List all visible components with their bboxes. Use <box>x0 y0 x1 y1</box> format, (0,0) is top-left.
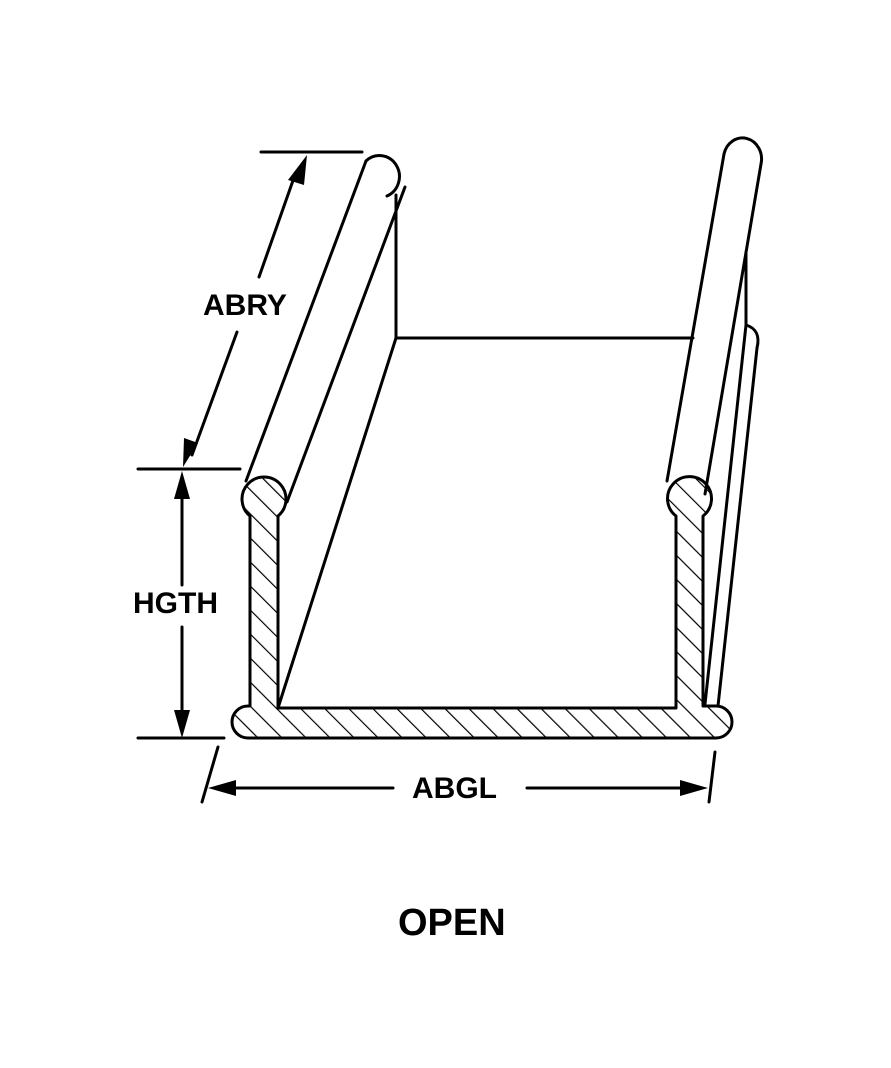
abry-label: ABRY <box>203 289 287 322</box>
hgth-label: HGTH <box>133 587 218 620</box>
right-outer-flange <box>703 323 760 708</box>
caption-open: OPEN <box>398 902 506 944</box>
channel-cross-section <box>230 475 734 740</box>
dimension-lines <box>180 170 690 790</box>
dimension-arrows <box>174 155 708 796</box>
abgl-label: ABGL <box>412 772 497 805</box>
left-back-rim <box>244 154 407 504</box>
channel-interior <box>276 193 748 710</box>
right-back-rim <box>665 136 764 496</box>
extension-lines <box>136 150 717 804</box>
